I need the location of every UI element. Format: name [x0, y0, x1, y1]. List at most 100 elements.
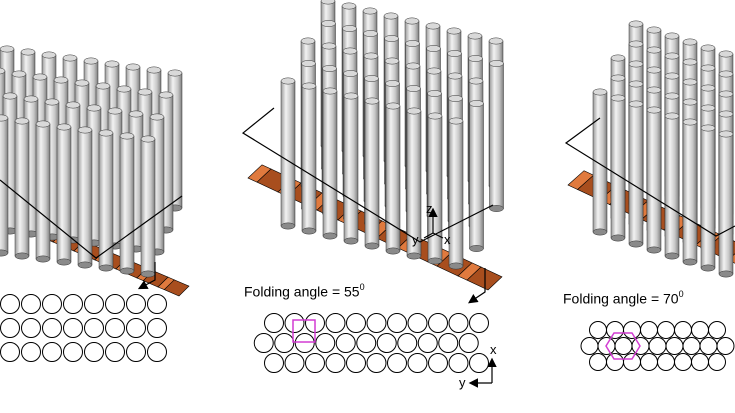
lattice-circle [589, 321, 607, 339]
pillar-base [364, 242, 380, 250]
pillar [592, 88, 608, 236]
pillar-base [664, 252, 680, 260]
pillar-top [488, 37, 504, 45]
pillar-top [447, 50, 462, 57]
pillar [98, 129, 114, 272]
pillar-top [628, 100, 644, 108]
pillar-body [646, 109, 662, 251]
panel-left [0, 45, 190, 362]
pillar-top [718, 110, 734, 118]
pillar-body [35, 123, 51, 260]
lattice-circle [469, 313, 489, 333]
pillar-top [384, 35, 399, 42]
pillar-body [628, 103, 644, 245]
folding-label-middle: Folding angle = 550 [244, 282, 365, 300]
lattice-circle [674, 321, 692, 339]
folding-label-right: Folding angle = 700 [563, 289, 684, 307]
pillar-top [718, 50, 734, 58]
pillar-top [646, 26, 662, 34]
pillar-base [646, 246, 662, 254]
pillar-top [20, 48, 36, 56]
lattice-circle [105, 318, 125, 338]
pillar-top [700, 44, 716, 52]
pillar-base [119, 267, 135, 275]
pillar-top [700, 124, 716, 132]
circle-grid-middle [253, 313, 489, 373]
pillar-top [363, 52, 379, 60]
pillar-top [628, 80, 644, 88]
lattice-circle [665, 337, 684, 355]
pillars-left [0, 45, 183, 278]
pillar-top [646, 66, 662, 74]
pillar-top [321, 20, 336, 27]
lattice-circle [0, 318, 20, 338]
pillar-top [322, 65, 337, 72]
pillar-top [0, 67, 6, 75]
pillar [610, 94, 626, 242]
pillar-top [301, 82, 317, 90]
cut-plane-middle [241, 107, 494, 243]
pillar [280, 77, 296, 230]
pillar-top [86, 104, 102, 112]
pillar [385, 102, 401, 255]
pillar-base [700, 264, 716, 272]
pillar-top [0, 114, 9, 122]
lattice-circle [716, 337, 735, 355]
pillar [322, 87, 338, 240]
pillar-top [119, 132, 135, 140]
pillar-base [14, 252, 30, 260]
pillar-top [77, 126, 93, 134]
lattice-circle [325, 353, 346, 373]
pillar-top [343, 92, 359, 100]
lattice-circle [325, 313, 346, 333]
lattice-circle [105, 342, 125, 362]
lattice-circle [657, 353, 675, 371]
lattice-circle [335, 333, 356, 353]
pillar [628, 100, 644, 248]
pillar-top [468, 77, 484, 85]
pillar-top [664, 92, 680, 100]
pillar-top [405, 62, 421, 70]
pillar-top [321, 42, 337, 50]
pillar-top [140, 135, 156, 143]
pillar-top [320, 0, 336, 5]
pillar-top [98, 129, 114, 137]
pillar-top [610, 74, 626, 82]
pillar-top [62, 54, 78, 62]
circle-grid-right [580, 321, 735, 371]
pillar-top [448, 117, 464, 125]
pillars-middle [280, 0, 504, 270]
pillar-top [628, 20, 644, 28]
pillar-body [280, 80, 296, 227]
pillar-top [149, 113, 165, 121]
pillar-top [128, 110, 144, 118]
pillar-base [448, 262, 464, 270]
pillar-body [489, 63, 504, 209]
pillar-top [385, 80, 400, 87]
pillar-body [427, 115, 443, 262]
pillar-top [404, 17, 420, 25]
pillar-top [628, 40, 644, 48]
pillar-top [427, 90, 442, 97]
pillar-base [35, 255, 51, 263]
lattice-circle [21, 318, 41, 338]
lattice-circle [84, 318, 104, 338]
axes-3d [423, 207, 444, 239]
pillar-top [664, 112, 680, 120]
lattice-circle [448, 313, 469, 333]
lattice-circle [0, 294, 20, 314]
pillar [364, 97, 380, 250]
pillar-base [343, 237, 359, 245]
pillar-base [385, 247, 401, 255]
pillar-top [664, 52, 680, 60]
lattice-circle [469, 353, 489, 373]
lattice-circle [376, 333, 397, 353]
pillar-top [146, 66, 162, 74]
lattice-circle [0, 342, 20, 362]
pillar-top [384, 57, 400, 65]
pillar-top [383, 12, 399, 20]
pillar-top [682, 58, 698, 66]
pillar-top [646, 46, 662, 54]
lattice-circle [682, 337, 701, 355]
